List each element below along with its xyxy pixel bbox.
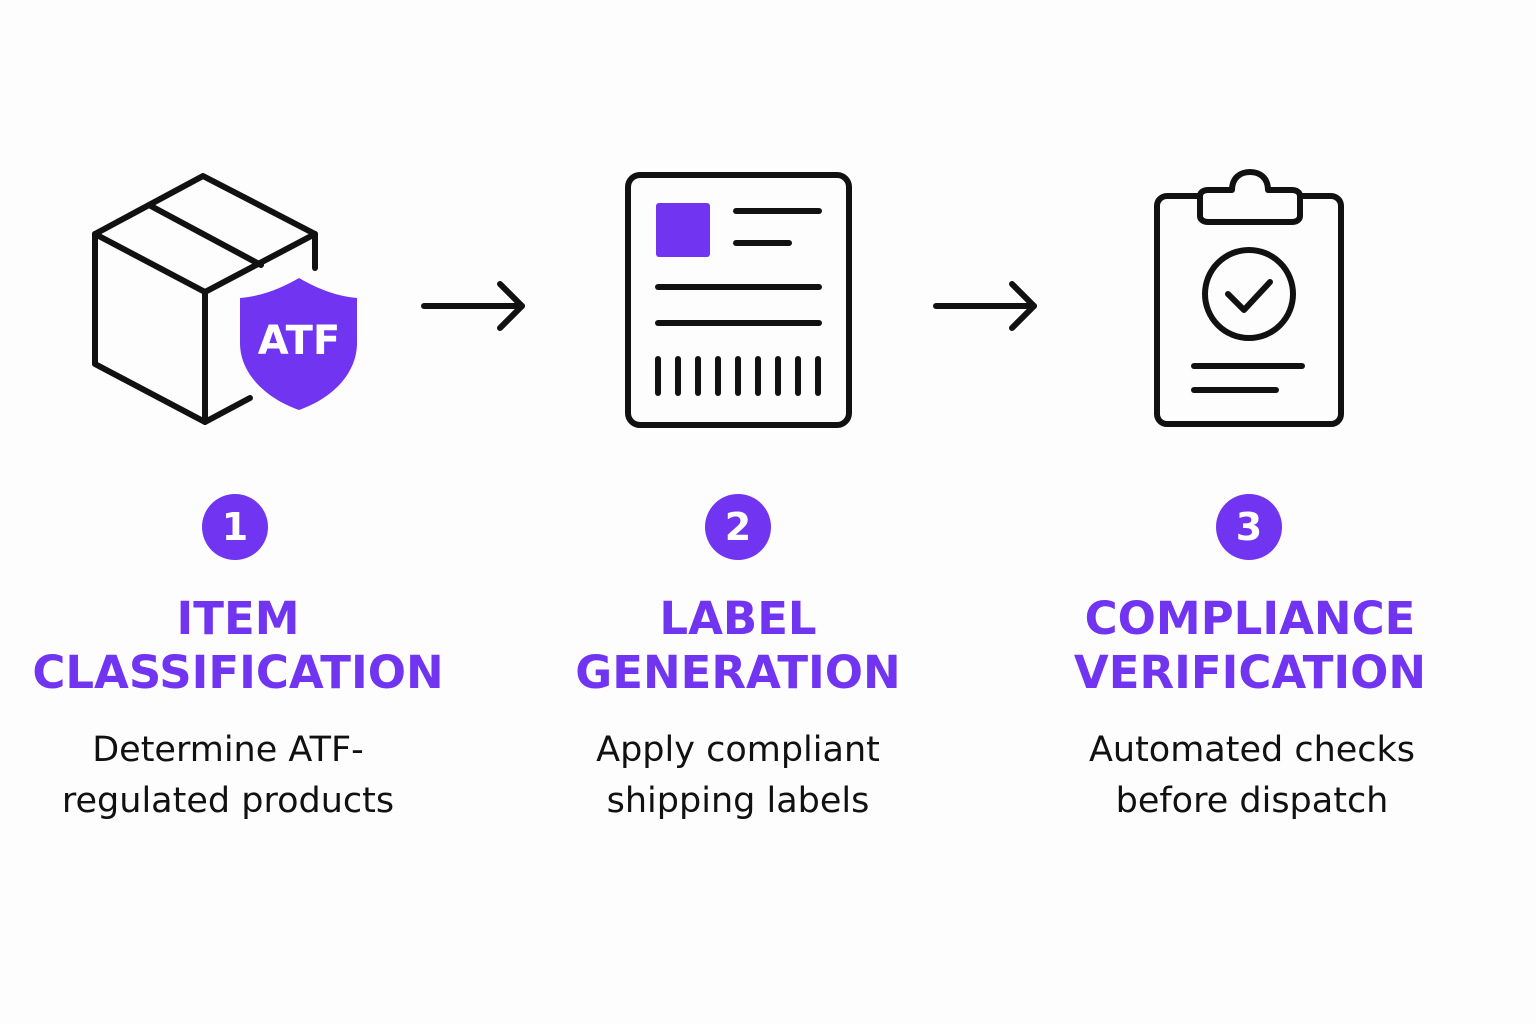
atf-badge-label: ATF [258, 318, 340, 364]
step-2-number-badge: 2 [705, 494, 771, 560]
clipboard-check-icon [1152, 166, 1348, 430]
shield-icon: ATF [240, 278, 357, 410]
step-3-number-badge: 3 [1216, 494, 1282, 560]
shipping-label-icon [624, 171, 854, 429]
step-3-description: Automated checks before dispatch [1088, 730, 1416, 821]
step-1-title: ITEM CLASSIFICATION [32, 592, 444, 699]
arrow-right-icon [932, 278, 1042, 338]
package-box-icon: ATF [85, 168, 375, 428]
arrow-right-icon [420, 278, 530, 338]
check-circle-icon [1202, 247, 1296, 341]
step-1-description: Determine ATF- regulated products [61, 730, 395, 821]
step-3-title: COMPLIANCE VERIFICATION [1073, 592, 1427, 699]
step-2-title: LABEL GENERATION [575, 592, 901, 699]
label-logo-square [656, 203, 710, 257]
step-1-number-badge: 1 [202, 494, 268, 560]
step-2-description: Apply compliant shipping labels [596, 730, 880, 821]
barcode-icon [655, 356, 821, 396]
